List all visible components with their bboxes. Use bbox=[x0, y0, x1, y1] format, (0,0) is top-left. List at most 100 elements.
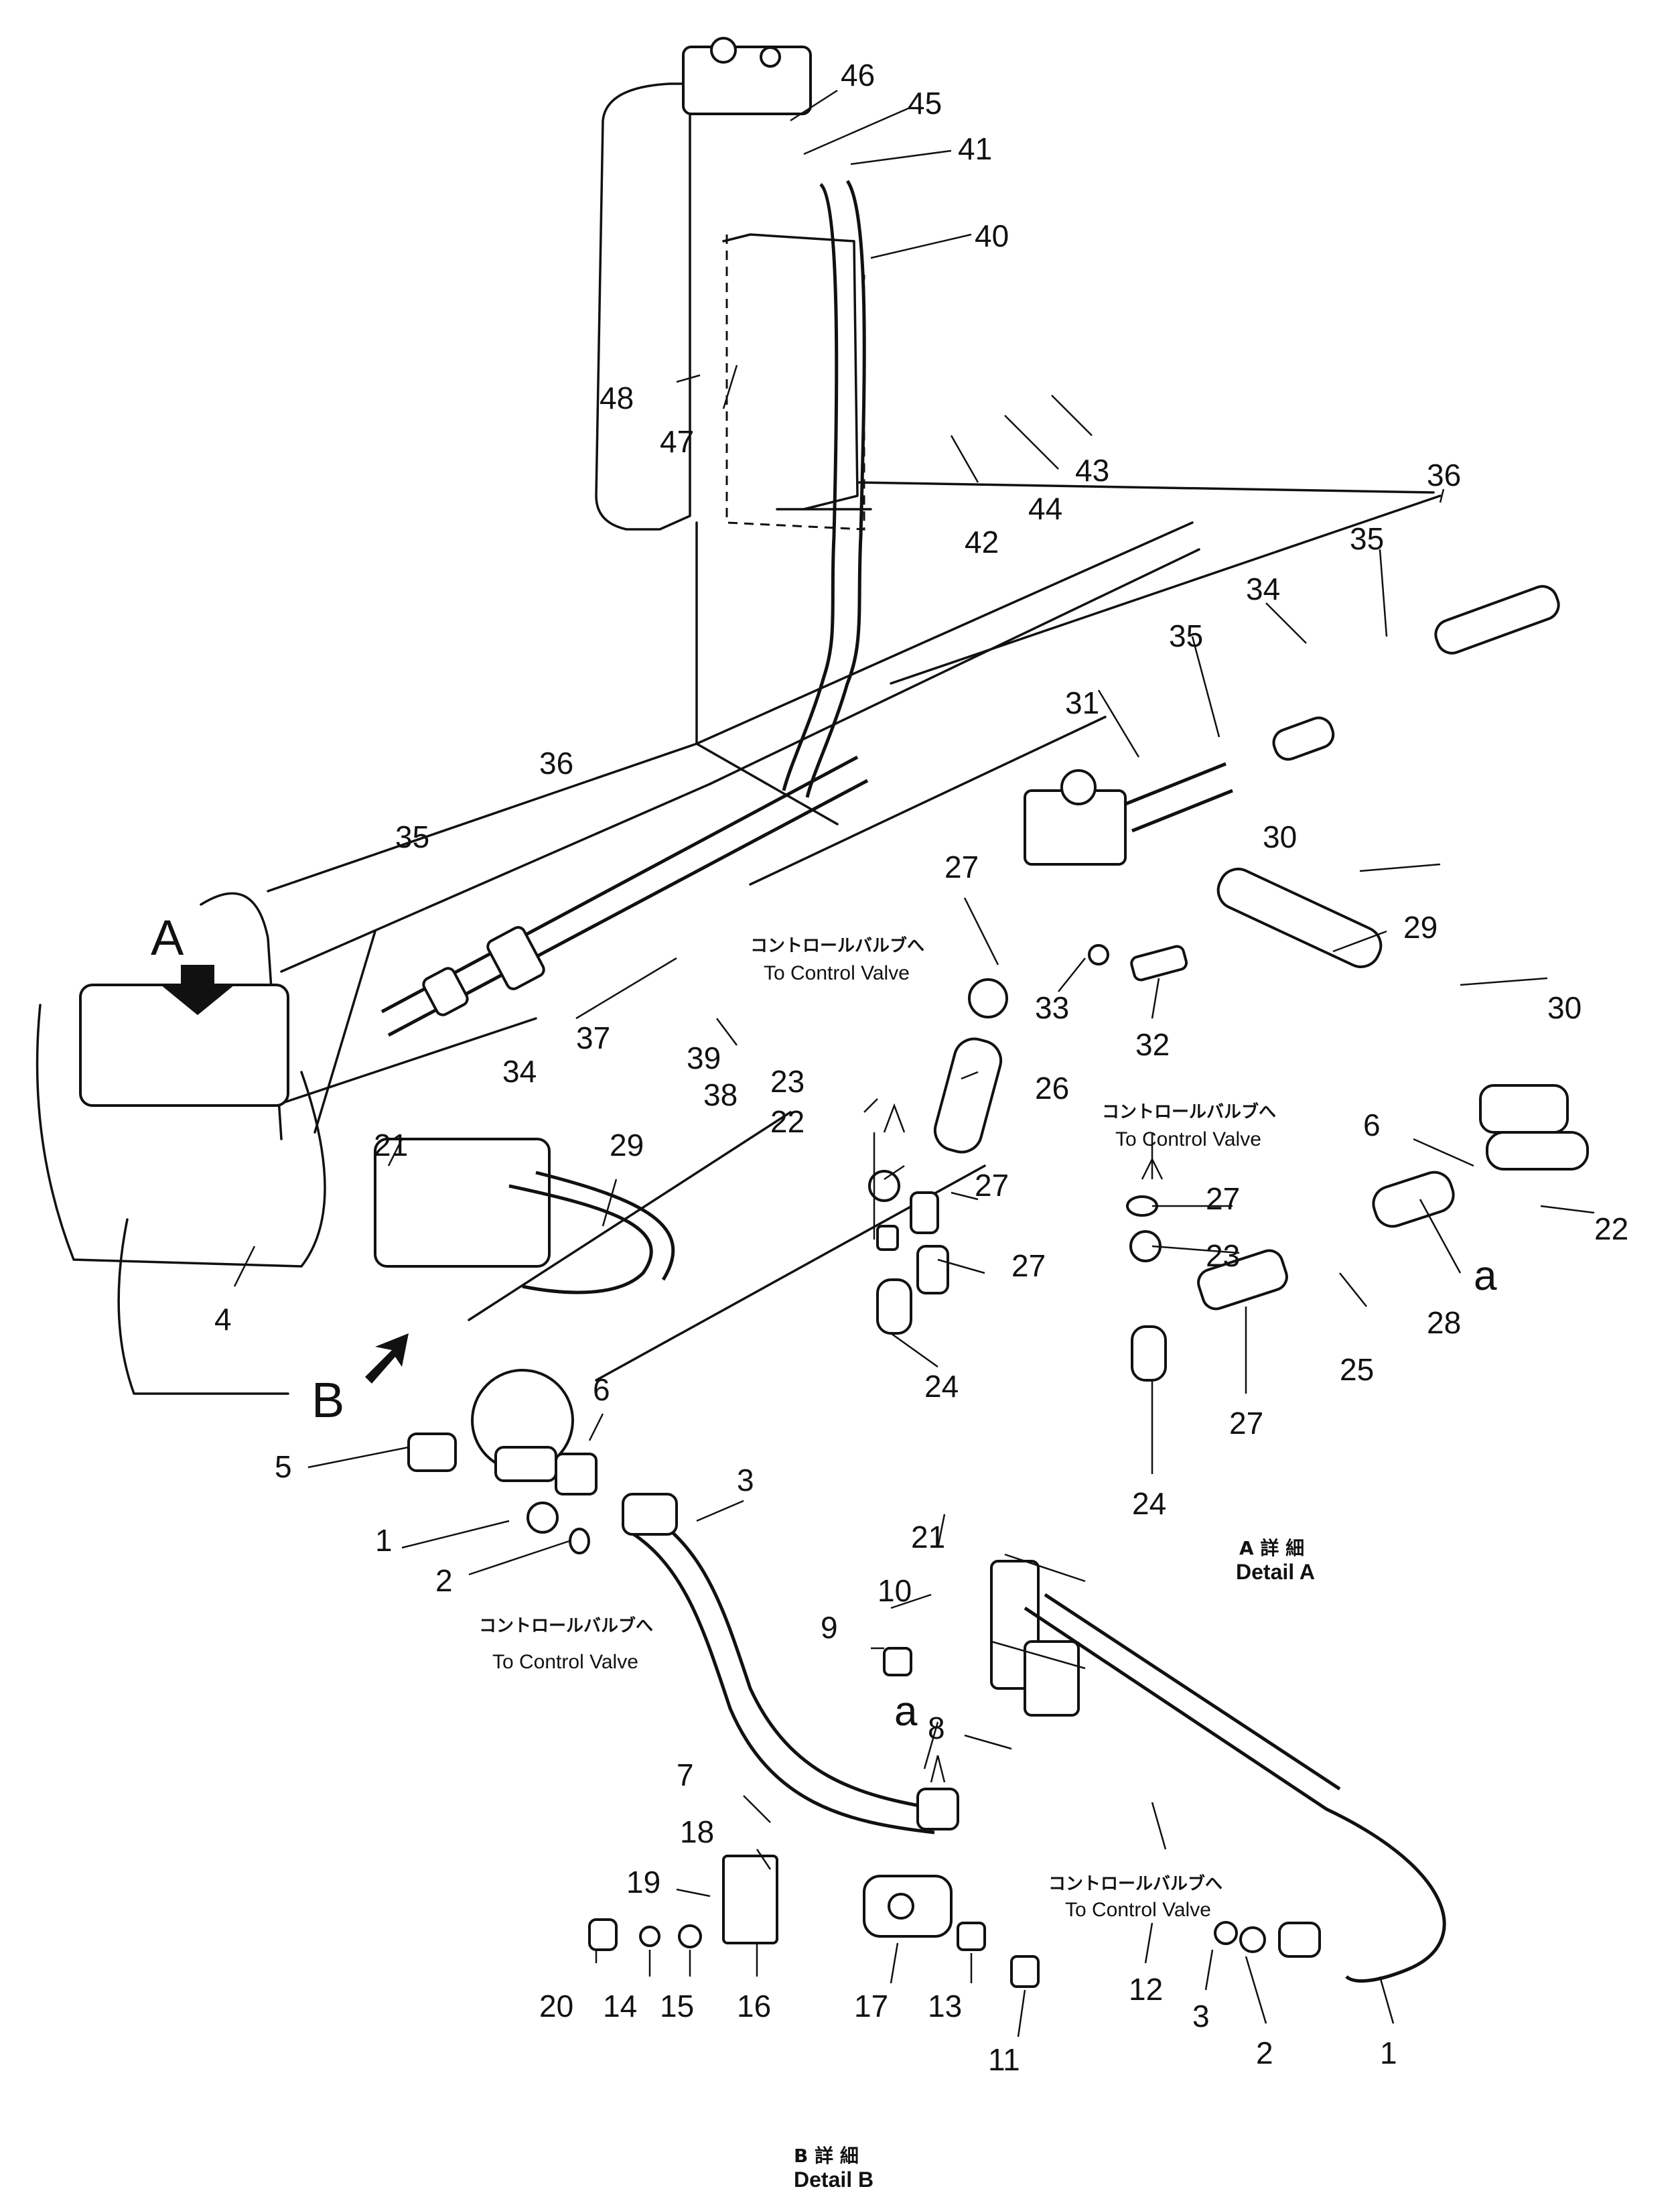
part-label: 34 bbox=[502, 1054, 537, 1089]
control-valve-callout-1: コントロールバルブへ To Control Valve bbox=[750, 935, 924, 984]
part-label: 21 bbox=[374, 1128, 408, 1162]
part-label: 29 bbox=[610, 1128, 644, 1162]
part-label: 12 bbox=[1129, 1972, 1163, 2007]
view-arrows bbox=[161, 965, 409, 1384]
part-label: 5 bbox=[275, 1449, 292, 1484]
view-marker-a: A bbox=[151, 910, 184, 965]
callout-jp: コントロールバルブへ bbox=[479, 1615, 653, 1636]
part-label: 8 bbox=[928, 1711, 945, 1745]
part-label: 17 bbox=[854, 1989, 888, 2023]
callout-en: To Control Valve bbox=[492, 1651, 638, 1673]
part-label: 35 bbox=[1169, 618, 1203, 653]
callout-en: To Control Valve bbox=[764, 962, 910, 984]
view-markers: A B a a bbox=[151, 910, 1497, 1735]
control-valve-callout-4: コントロールバルブへ To Control Valve bbox=[1048, 1873, 1222, 1921]
part-label: 6 bbox=[593, 1372, 610, 1407]
part-label: 30 bbox=[1263, 819, 1297, 854]
part-label: 43 bbox=[1075, 453, 1109, 488]
pipe-assembly-upper bbox=[380, 585, 1589, 1228]
part-label: 22 bbox=[1594, 1211, 1628, 1246]
control-valve-callout-3: コントロールバルブへ To Control Valve bbox=[479, 1615, 653, 1673]
detail-a-caption: A 詳 細 Detail A bbox=[1236, 1537, 1315, 1584]
part-label: 35 bbox=[395, 819, 429, 854]
part-label: 27 bbox=[1229, 1406, 1263, 1441]
part-label: 7 bbox=[677, 1757, 694, 1792]
part-label: 23 bbox=[770, 1064, 804, 1099]
part-label: 46 bbox=[841, 58, 875, 92]
part-label: 1 bbox=[375, 1523, 393, 1558]
part-label: 44 bbox=[1028, 491, 1062, 526]
part-label: 6 bbox=[1363, 1108, 1381, 1142]
detail-a-jp: A 詳 細 bbox=[1239, 1537, 1304, 1559]
part-label: 32 bbox=[1135, 1027, 1170, 1062]
part-label: 3 bbox=[737, 1463, 754, 1497]
part-label: 41 bbox=[958, 131, 992, 166]
part-label: 13 bbox=[928, 1989, 962, 2023]
part-label: 14 bbox=[603, 1989, 637, 2023]
part-label: 10 bbox=[878, 1573, 912, 1608]
part-label: 21 bbox=[911, 1520, 945, 1554]
part-label: 30 bbox=[1547, 990, 1582, 1025]
part-label: 39 bbox=[687, 1041, 721, 1075]
part-label: 40 bbox=[975, 218, 1009, 253]
part-label: 26 bbox=[1035, 1071, 1069, 1106]
part-label: 37 bbox=[576, 1020, 610, 1055]
part-label: 18 bbox=[680, 1814, 714, 1849]
marker-a-detail: a bbox=[1474, 1253, 1497, 1299]
part-label: 36 bbox=[539, 746, 573, 781]
detail-a-en: Detail A bbox=[1236, 1560, 1315, 1584]
part-label: 25 bbox=[1340, 1352, 1374, 1387]
callout-jp: コントロールバルブへ bbox=[750, 935, 924, 956]
detail-a-drawing bbox=[868, 944, 1569, 1382]
control-valve-callout-2: コントロールバルブへ To Control Valve bbox=[1102, 1102, 1276, 1150]
part-label: 9 bbox=[821, 1610, 838, 1645]
part-number-labels: 46 45 41 40 48 47 42 44 43 36 35 34 35 3… bbox=[214, 58, 1628, 2077]
part-label: 24 bbox=[924, 1369, 959, 1404]
part-label: 20 bbox=[539, 1989, 573, 2023]
detail-b-caption: B 詳 細 Detail B bbox=[794, 2145, 873, 2192]
part-label: 31 bbox=[1065, 685, 1099, 720]
leader-lines bbox=[233, 89, 1595, 2038]
part-label: 16 bbox=[737, 1989, 771, 2023]
callout-en: To Control Valve bbox=[1115, 1128, 1261, 1150]
callout-jp: コントロールバルブへ bbox=[1102, 1102, 1276, 1122]
part-label: 33 bbox=[1035, 990, 1069, 1025]
part-label: 48 bbox=[600, 381, 634, 415]
frame-lines bbox=[267, 481, 1442, 1382]
detail-b-en: Detail B bbox=[794, 2168, 873, 2192]
part-label: 19 bbox=[626, 1865, 660, 1900]
callout-en: To Control Valve bbox=[1065, 1899, 1211, 1921]
view-marker-b: B bbox=[311, 1372, 344, 1428]
part-label: 27 bbox=[1011, 1248, 1046, 1283]
part-label: 35 bbox=[1350, 521, 1384, 556]
detail-b-jp: B 詳 細 bbox=[794, 2145, 859, 2167]
marker-a-main: a bbox=[894, 1688, 918, 1735]
part-label: 45 bbox=[908, 86, 942, 121]
detail-b-drawing bbox=[588, 1553, 1446, 1988]
part-label: 29 bbox=[1403, 910, 1438, 945]
part-label: 3 bbox=[1192, 1999, 1210, 2034]
part-label: 27 bbox=[1206, 1181, 1240, 1216]
part-label: 15 bbox=[660, 1989, 694, 2023]
part-label: 22 bbox=[770, 1104, 804, 1139]
part-label: 47 bbox=[660, 424, 694, 459]
part-label: 28 bbox=[1427, 1305, 1461, 1340]
part-label: 42 bbox=[965, 525, 999, 559]
part-label: 23 bbox=[1206, 1238, 1240, 1273]
callout-jp: コントロールバルブへ bbox=[1048, 1873, 1222, 1894]
part-label: 24 bbox=[1132, 1486, 1166, 1521]
part-label: 27 bbox=[944, 850, 979, 884]
hydraulic-tank-drawing bbox=[595, 37, 872, 825]
part-label: 2 bbox=[1256, 2036, 1273, 2070]
part-label: 11 bbox=[988, 2042, 1020, 2077]
hose-40 bbox=[782, 180, 866, 798]
part-label: 38 bbox=[703, 1077, 738, 1112]
part-label: 1 bbox=[1380, 2036, 1397, 2070]
part-label: 4 bbox=[214, 1302, 232, 1337]
hose-6-lower bbox=[407, 1432, 959, 1835]
part-label: 2 bbox=[435, 1563, 453, 1598]
part-label: 36 bbox=[1427, 458, 1461, 492]
control-valve-block bbox=[36, 892, 675, 1472]
part-label: 34 bbox=[1246, 572, 1280, 606]
